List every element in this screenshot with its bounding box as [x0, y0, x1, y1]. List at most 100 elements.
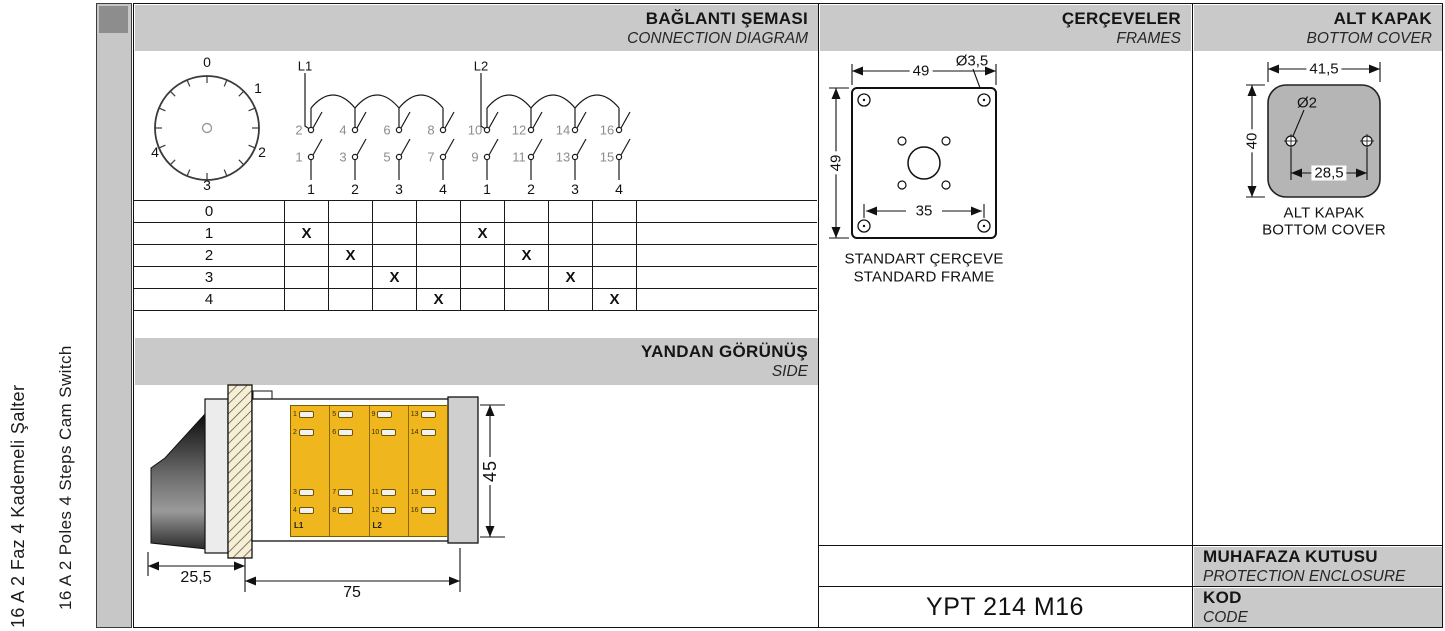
frames-header-subtitle: FRAMES: [1116, 29, 1181, 47]
dim-cover-hole-spacing: 28,5: [1311, 165, 1347, 181]
state-table-row: 0: [134, 201, 817, 223]
dim-cover-height: 40: [1244, 129, 1261, 153]
dim-cover-hole: Ø2: [1296, 94, 1318, 112]
terminal-screw: [420, 411, 436, 418]
bottom-cover-header-subtitle: BOTTOM COVER: [1306, 29, 1432, 47]
dim-frame-height: 49: [828, 151, 845, 175]
divider-vertical-1: [818, 3, 819, 628]
terminal-screw-number: 3: [293, 489, 297, 496]
page-edge-strip: [96, 3, 132, 628]
terminal-screw-row: 4: [293, 507, 314, 514]
terminal-screw-row: 9: [372, 411, 393, 418]
terminal-number-bottom: 1: [295, 149, 303, 165]
terminal-screw-number: 13: [410, 411, 419, 418]
state-table-cell: [285, 289, 329, 310]
terminal-screw-number: 6: [332, 429, 337, 436]
terminal-screw-row: 11: [372, 489, 396, 496]
state-table-cell: [461, 201, 505, 222]
terminal-number-top: 10: [467, 122, 483, 138]
terminal-screw: [298, 507, 314, 514]
state-table-cell: [417, 245, 461, 266]
state-table-cell: [329, 201, 373, 222]
terminal-screw: [298, 489, 314, 496]
side-view-header: YANDAN GÖRÜNÜŞ SIDE: [135, 338, 818, 385]
terminal-screw-number: 5: [332, 411, 337, 418]
state-table-cell: X: [505, 245, 549, 266]
terminal-screw-row: 6: [332, 429, 354, 436]
frame-caption-english: STANDARD FRAME: [853, 268, 995, 286]
state-table-cell: [329, 223, 373, 244]
cover-caption-english: BOTTOM COVER: [1262, 221, 1386, 239]
terminal-screw-number: 16: [410, 507, 419, 514]
bottom-cover-header-title: ALT KAPAK: [1333, 8, 1432, 28]
contact-column-number: 4: [439, 181, 447, 197]
state-table-row-label: 1: [134, 223, 285, 244]
dim-knob-depth: 25,5: [180, 569, 212, 586]
terminal-screw: [420, 429, 436, 436]
terminal-screw: [420, 489, 436, 496]
cam-phase-label: L1: [294, 521, 304, 530]
enclosure-header: MUHAFAZA KUTUSU PROTECTION ENCLOSURE: [1194, 547, 1442, 586]
dim-frame-width: 49: [909, 63, 933, 79]
product-code: YPT 214 M16: [926, 592, 1084, 621]
divider-horizontal-1: [818, 545, 1443, 546]
side-title-turkish: 16 A 2 Faz 4 Kademeli Şalter: [8, 384, 28, 628]
terminal-screw-number: 11: [371, 489, 379, 496]
dim-frame-hole: Ø3,5: [955, 52, 989, 70]
state-table-row-label: 3: [134, 267, 285, 288]
terminal-number-top: 6: [383, 122, 391, 138]
end-cap: [447, 396, 479, 544]
state-table-cell: [373, 245, 417, 266]
state-table-cell: [549, 245, 593, 266]
state-table-cell: X: [285, 223, 329, 244]
phase-label: L1: [297, 58, 313, 74]
terminal-number-bottom: 9: [471, 149, 479, 165]
terminal-number-top: 2: [295, 122, 303, 138]
frames-header-title: ÇERÇEVELER: [1061, 8, 1181, 28]
terminal-screw-number: 15: [410, 489, 419, 496]
contact-column-number: 1: [307, 181, 315, 197]
state-table-cell: X: [417, 289, 461, 310]
connection-diagram-drawing: [154, 73, 631, 181]
terminal-screw-number: 7: [332, 489, 337, 496]
bottom-cover-header: ALT KAPAK BOTTOM COVER: [1194, 5, 1442, 51]
state-table-cell: [549, 201, 593, 222]
page-edge-tab: [99, 6, 128, 33]
terminal-screw-number: 1: [293, 411, 297, 418]
state-table-filler: [637, 201, 817, 222]
knob-shape: [150, 411, 207, 550]
side-title-english: 16 A 2 Poles 4 Steps Cam Switch: [56, 345, 75, 610]
terminal-screw: [380, 489, 396, 496]
terminal-screw-number: 12: [371, 507, 380, 514]
state-table-cell: [505, 223, 549, 244]
state-table-cell: X: [329, 245, 373, 266]
state-table-cell: [285, 245, 329, 266]
state-table-cell: [417, 201, 461, 222]
state-table-cell: [373, 289, 417, 310]
terminal-screw-number: 4: [293, 507, 297, 514]
terminal-screw-number: 9: [371, 411, 376, 418]
cover-caption-turkish: ALT KAPAK: [1283, 204, 1365, 222]
state-table-cell: X: [593, 289, 637, 310]
side-view-header-title: YANDAN GÖRÜNÜŞ: [641, 342, 808, 362]
state-table-filler: [637, 223, 817, 244]
terminal-screw-row: 5: [332, 411, 354, 418]
code-header-title: KOD: [1203, 588, 1242, 608]
bottom-cover-drawing: [1246, 62, 1381, 198]
terminal-number-top: 12: [511, 122, 527, 138]
terminal-screw: [338, 411, 354, 418]
terminal-number-top: 4: [339, 122, 347, 138]
contact-column-number: 1: [483, 181, 491, 197]
connection-header-subtitle: CONNECTION DIAGRAM: [627, 29, 808, 47]
dial-position-label: 2: [258, 144, 266, 160]
dial-position-label: 4: [151, 144, 159, 160]
terminal-screw-row: 1: [293, 411, 314, 418]
code-header-subtitle: CODE: [1203, 609, 1248, 627]
